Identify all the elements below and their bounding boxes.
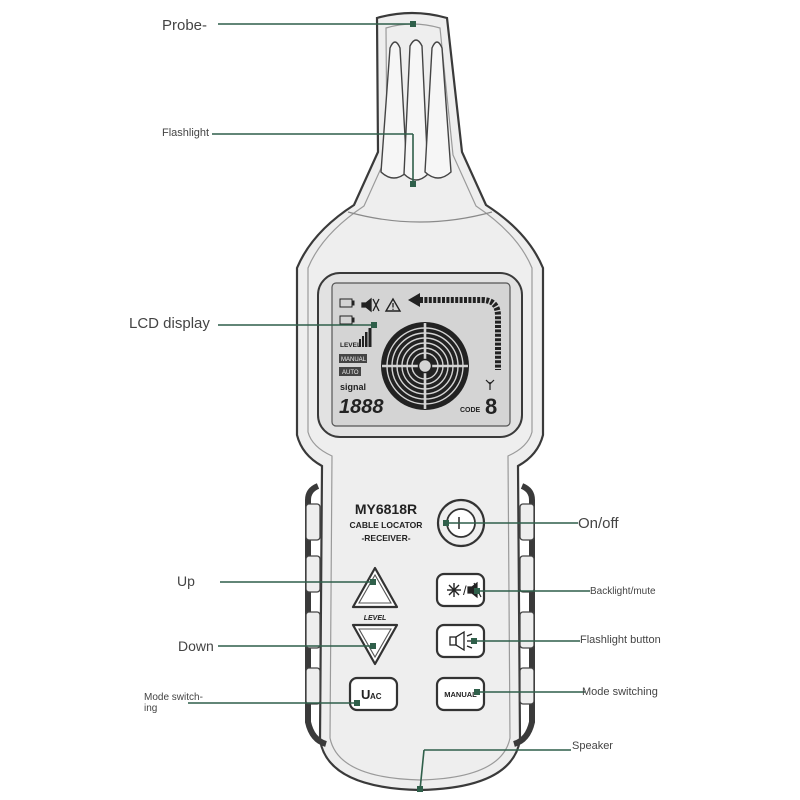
leader-lines	[188, 23, 590, 791]
manual-button-label: MANUAL	[444, 690, 477, 699]
callout-on-off: On/off	[578, 515, 619, 532]
manual-mode-button[interactable]: MANUAL	[435, 676, 486, 712]
callout-mode-switching-right: Mode switching	[582, 686, 658, 698]
callout-down: Down	[178, 638, 214, 654]
lcd-level-label: LEVEL	[340, 342, 361, 349]
callout-flashlight: Flashlight	[162, 127, 210, 139]
lcd-signal-label: signal	[340, 382, 366, 392]
down-arrow-icon	[358, 628, 392, 659]
grip-right-notches	[519, 503, 535, 705]
probe-groove-3	[424, 41, 452, 179]
up-arrow-icon	[358, 573, 392, 604]
callout-probe: Probe-	[162, 17, 208, 34]
lcd-code-value: 8	[485, 394, 497, 419]
uac-sub-label: AC	[370, 692, 382, 701]
lcd-manual-badge	[339, 354, 367, 363]
grip-right	[512, 483, 535, 747]
model-label: MY6818R	[355, 501, 417, 517]
svg-text:/: /	[463, 583, 467, 598]
leader-dots	[354, 21, 480, 792]
mute-icon	[361, 297, 380, 313]
direction-arrowhead-icon	[408, 293, 420, 307]
antenna-icon	[485, 379, 495, 390]
backlight-icon	[447, 583, 461, 597]
grip-left-notches	[305, 503, 321, 705]
probe-groove-2	[403, 39, 429, 181]
probe-groove-1	[380, 41, 408, 179]
shoulder-line	[347, 211, 493, 223]
level-up-button[interactable]	[351, 566, 399, 609]
uac-mode-button[interactable]: U AC	[348, 676, 399, 712]
subtitle-label: CABLE LOCATOR	[350, 520, 423, 530]
battery-icon	[339, 298, 355, 325]
device-body-inner-edge	[307, 23, 533, 781]
lcd-manual-label: MANUAL	[341, 357, 367, 363]
callout-speaker: Speaker	[572, 740, 613, 752]
direction-arrow-icon	[420, 297, 501, 370]
grip-left	[305, 483, 328, 747]
level-label: LEVEL	[364, 615, 387, 622]
lcd-digits: 1888	[339, 396, 384, 418]
signal-target-icon	[381, 322, 469, 410]
callout-mode-switching-left: Mode switch- ing	[144, 692, 203, 714]
subtitle2-label: -RECEIVER-	[361, 533, 410, 543]
callout-up: Up	[177, 573, 195, 589]
lcd-auto-badge	[339, 367, 361, 376]
lcd-auto-label: AUTO	[342, 370, 359, 376]
lcd-code-label: CODE	[460, 407, 481, 414]
callout-flashlight-button: Flashlight button	[580, 634, 661, 646]
level-bars-icon	[359, 328, 372, 347]
warning-icon	[384, 297, 402, 312]
backlight-mute-button[interactable]: /	[435, 572, 486, 608]
callout-lcd-display: LCD display	[129, 315, 210, 332]
callout-backlight-mute: Backlight/mute	[590, 586, 656, 597]
uac-main-label: U	[361, 687, 370, 702]
